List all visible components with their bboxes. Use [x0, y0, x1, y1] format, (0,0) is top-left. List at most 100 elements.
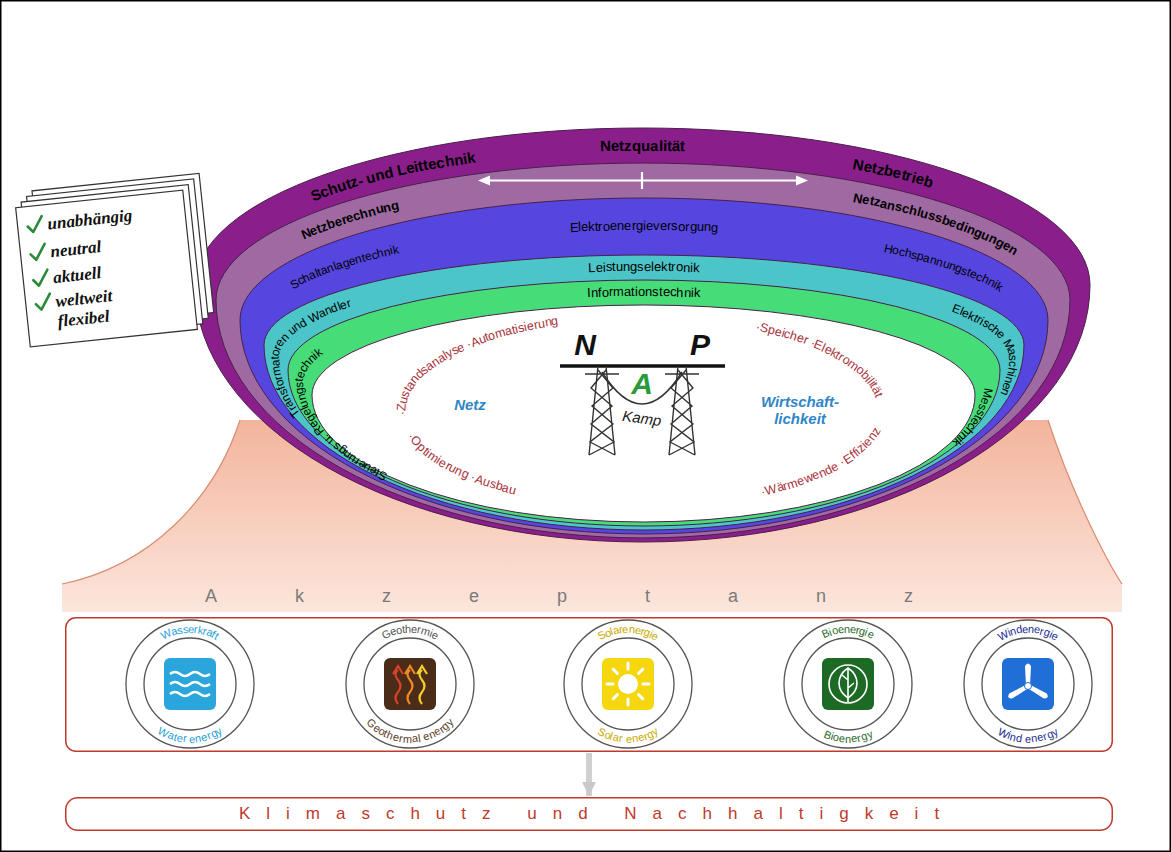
glyph: q	[632, 137, 641, 154]
glyph: a	[624, 285, 631, 300]
glyph: e	[595, 261, 603, 276]
glyph: a	[650, 137, 659, 154]
glyph: r	[667, 219, 672, 234]
glyph: d	[1015, 732, 1023, 745]
band-label: Schutz- und Leittechnik	[306, 148, 481, 205]
glyph: n	[845, 733, 851, 746]
band-label: Transformatoren und Wandler	[268, 296, 356, 421]
glyph: r	[685, 220, 690, 235]
glyph: n	[683, 286, 691, 301]
glyph: k	[661, 260, 668, 275]
glyph: n	[591, 286, 599, 301]
wind-icon	[1002, 658, 1054, 710]
inner-ring	[144, 638, 236, 730]
energy-label: Geothermie	[379, 622, 442, 643]
logo-letter: P	[690, 330, 710, 360]
paper-sheet	[16, 190, 198, 347]
glyph: k	[693, 261, 700, 276]
glyph: e	[581, 220, 589, 235]
glyph: s	[606, 260, 613, 275]
flow-arrow	[586, 753, 592, 796]
topic-label: ·Speicher ·Elektromobilität	[750, 319, 887, 403]
glyph: n	[623, 260, 630, 275]
glyph: r	[609, 285, 614, 300]
glyph: r	[598, 220, 603, 235]
glyph: m	[402, 732, 412, 745]
center-ellipse-shape	[312, 305, 975, 522]
glyph: l	[651, 260, 654, 275]
bio-icon	[822, 658, 874, 710]
glyph: t	[667, 137, 672, 154]
glyph: t	[659, 285, 663, 300]
glyph: E	[569, 221, 578, 236]
double-arrow	[478, 172, 808, 189]
glyph: s	[652, 285, 659, 300]
glyph: n	[617, 219, 624, 234]
inner-ring	[582, 638, 674, 730]
glyph: o	[678, 219, 686, 234]
glyph: i	[663, 137, 667, 154]
ring-band: ·Zustandsanalyse ·Automatisierung·Speich…	[216, 163, 1070, 538]
glyph: s	[293, 381, 307, 387]
glyph: n	[704, 220, 712, 235]
inner-ring	[364, 638, 456, 730]
outer-ring	[564, 620, 692, 748]
glyph: e	[622, 623, 629, 636]
topic-label: ·Optimierung ·Ausbau	[403, 428, 521, 498]
logo-pylons	[560, 366, 725, 455]
area-label: Netz	[454, 396, 486, 413]
glyph: e	[611, 137, 620, 154]
glyph: t	[619, 137, 624, 154]
glyph: f	[598, 286, 602, 301]
glyph: o	[603, 219, 611, 234]
glyph: t	[595, 220, 599, 235]
glyph: n	[645, 285, 652, 300]
logo-letter: N	[574, 330, 596, 360]
check-marks	[27, 216, 52, 310]
glyph: o	[602, 285, 610, 300]
glyph: i	[690, 261, 693, 276]
glyph: t	[680, 137, 686, 154]
glyph: g	[636, 219, 643, 234]
glyph	[1022, 732, 1026, 745]
water-icon	[164, 658, 216, 710]
glyph: e	[188, 623, 194, 636]
glyph: e	[660, 219, 667, 234]
glyph: t	[631, 285, 635, 300]
glyph: e	[1022, 623, 1029, 636]
energy-label: Solarenergie	[594, 622, 662, 644]
glyph: e	[654, 260, 661, 275]
heading-label: Akzeptanz	[205, 586, 991, 607]
glyph: l	[658, 137, 662, 154]
geothermal-icon	[384, 658, 436, 710]
ring-band: ·Zustandsanalyse ·Automatisierung·Speich…	[195, 128, 1090, 542]
glyph: s	[637, 260, 644, 275]
glyph: e	[837, 623, 845, 636]
energy-label: Solar energy	[594, 724, 662, 746]
inner-ring	[802, 638, 894, 730]
glyph: e	[838, 732, 845, 745]
glyph: e	[624, 219, 631, 234]
glyph: u	[641, 137, 650, 154]
glyph: r	[671, 260, 676, 275]
glyph: u	[616, 260, 623, 275]
glyph: o	[676, 260, 684, 275]
paper-stack-outline	[12, 172, 218, 351]
glyph: N	[600, 137, 611, 155]
glyph: m	[613, 285, 624, 300]
glyph: h	[405, 623, 412, 636]
ring-band-shape	[264, 255, 1024, 530]
topic-label: ·Wärmewende ·Effizienz	[755, 423, 884, 500]
glyph: e	[644, 260, 651, 275]
energy-label: Wasserkraft	[159, 622, 224, 644]
band-label: Messtechnik	[948, 385, 995, 450]
glyph: g	[689, 220, 697, 235]
glyph: n	[844, 623, 850, 636]
energy-label: Geothermal energy	[364, 715, 457, 747]
glyph: k	[588, 220, 595, 235]
glyph: r	[182, 732, 187, 745]
glyph: s	[1005, 355, 1019, 361]
ring-band-shape	[288, 280, 1000, 526]
glyph: g	[711, 221, 719, 236]
